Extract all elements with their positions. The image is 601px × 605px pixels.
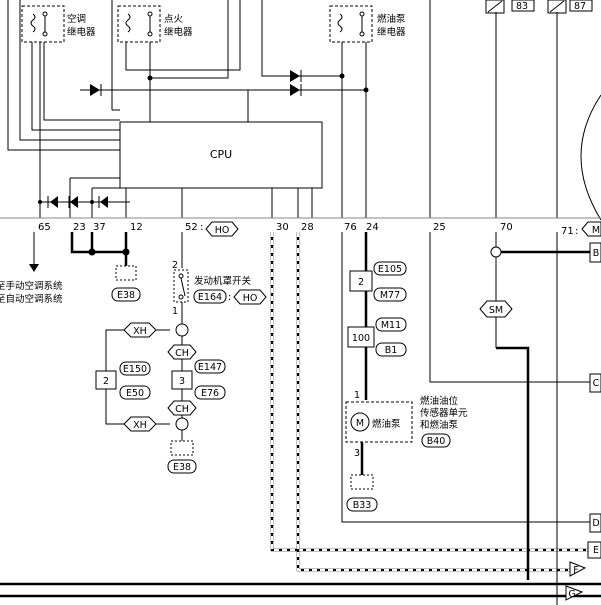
connector-83-label: 83	[516, 1, 528, 12]
cpu-lower-diodes	[38, 177, 313, 218]
ignition-relay-label-2: 继电器	[164, 26, 193, 38]
pin-37: 37	[93, 222, 106, 233]
upper-wiring	[7, 0, 601, 221]
pin-65: 65	[38, 222, 51, 233]
pin-70: 70	[500, 222, 513, 233]
hood-switch-label: 发动机罩开关	[194, 275, 252, 287]
fuel-conn1-e105: E105	[378, 264, 402, 275]
cpu-label: CPU	[210, 148, 232, 161]
pin-70-circuit: SM	[479, 232, 590, 580]
ground-e38-a-label: E38	[117, 290, 135, 301]
ch-tag-2-label: CH	[175, 404, 189, 415]
edge-refs: B C D E F G	[565, 242, 601, 601]
pin-12: 12	[130, 222, 143, 233]
fuel-pump-connector: B40	[427, 436, 446, 447]
pin-52-colon: :	[200, 222, 203, 233]
xh-tag-2-label: XH	[133, 420, 147, 431]
joint-mid-conn1: E147	[198, 362, 222, 373]
pin-24: 24	[366, 222, 379, 233]
fuel-pump-label: 燃油泵	[372, 418, 401, 430]
hood-switch-connector: E164	[198, 292, 222, 303]
pin-71-colon: :	[575, 226, 578, 237]
joint-mid-conn2: E76	[201, 388, 219, 399]
fuel-pump-pin-top: 1	[354, 390, 360, 401]
ho-tag-1-label: HO	[215, 225, 230, 236]
fuel-conn1-m77: M77	[380, 290, 400, 301]
ignition-relay: 点火 继电器	[117, 5, 193, 43]
fuel-pump-relay-label-2: 继电器	[377, 26, 406, 38]
pin-76: 76	[344, 222, 357, 233]
ground-e38-b-label: E38	[173, 462, 191, 473]
fuel-pump-motor-symbol: M	[356, 418, 364, 429]
ac-relay-label-2: 继电器	[67, 26, 96, 38]
hood-switch-colon: :	[228, 292, 231, 303]
joint-left-conn2: E50	[126, 388, 144, 399]
ac-relay-label-1: 空调	[67, 13, 86, 25]
pin-71: 71	[561, 226, 574, 237]
hood-switch-pin-top: 2	[172, 260, 178, 271]
edge-ref-d: D	[592, 518, 599, 529]
ho-tag-1: HO	[205, 221, 239, 237]
fuel-pump-pin-bottom: 3	[354, 448, 360, 459]
fuel-conn1-num: 2	[358, 277, 364, 288]
joint-left-conn1: E150	[123, 364, 147, 375]
sm-tag-label: SM	[489, 305, 503, 316]
fuel-pump-relay: 燃油泵 继电器	[329, 5, 406, 43]
ac-system-arrow: 至手动空调系统 至自动空调系统	[0, 232, 63, 305]
edge-ref-b: B	[593, 248, 600, 259]
hood-switch-pin-bottom: 1	[172, 306, 178, 317]
pin-52: 52	[185, 222, 198, 233]
ho-tag-2-label: HO	[243, 293, 258, 304]
ac-relay: 空调 继电器	[21, 5, 96, 43]
pin-23: 23	[73, 222, 86, 233]
joint-connector-loop: XH XH 2 E150 E50 CH 3 E147 E76 CH E38	[95, 322, 226, 474]
fuel-pump-circuit: 2 E105 M77 100 M11 B1 1 M 燃油泵 燃油油位 传感器单元…	[341, 232, 590, 523]
edge-ref-e: E	[593, 545, 599, 556]
ch-tag-1-label: CH	[175, 348, 189, 359]
ignition-relay-label-1: 点火	[164, 14, 184, 25]
ground-e38-a: E38	[70, 232, 141, 302]
edge-ref-c: C	[593, 378, 600, 389]
dashed-wires	[270, 232, 601, 572]
bottom-wires	[0, 582, 601, 598]
pin-25: 25	[433, 222, 446, 233]
top-connector-83: 83	[485, 0, 535, 14]
fuel-pump-unit-line3: 和燃油泵	[420, 419, 459, 431]
cpu-unit: CPU	[119, 121, 323, 189]
edge-ref-g: G	[568, 589, 575, 600]
ground-b33-label: B33	[353, 500, 372, 511]
joint-mid-num: 3	[179, 376, 185, 387]
fuel-conn2-m11: M11	[381, 320, 401, 331]
pin-25-circuit	[429, 232, 590, 383]
top-connector-87: 87	[547, 0, 593, 14]
connector-87-label: 87	[574, 1, 586, 12]
m-tag-right: M	[581, 221, 601, 237]
fuel-conn2-num: 100	[352, 333, 370, 344]
fuel-conn2-b1: B1	[385, 345, 398, 356]
fuel-pump-relay-label-1: 燃油泵	[377, 13, 406, 25]
fuel-pump-unit-line2: 传感器单元	[420, 407, 468, 419]
pin-30: 30	[276, 222, 289, 233]
pin-28: 28	[301, 222, 314, 233]
fuel-pump-unit-line1: 燃油油位	[420, 395, 459, 407]
m-tag-right-label: M	[592, 225, 600, 236]
ac-system-note-2: 至自动空调系统	[0, 293, 63, 305]
joint-left-num: 2	[103, 376, 109, 387]
ac-system-note-1: 至手动空调系统	[0, 280, 63, 292]
xh-tag-1-label: XH	[133, 326, 147, 337]
edge-ref-f: F	[573, 565, 578, 576]
pin-labels: 65 23 37 12 52 : 30 28 76 24 25 70 71 :	[38, 222, 578, 237]
